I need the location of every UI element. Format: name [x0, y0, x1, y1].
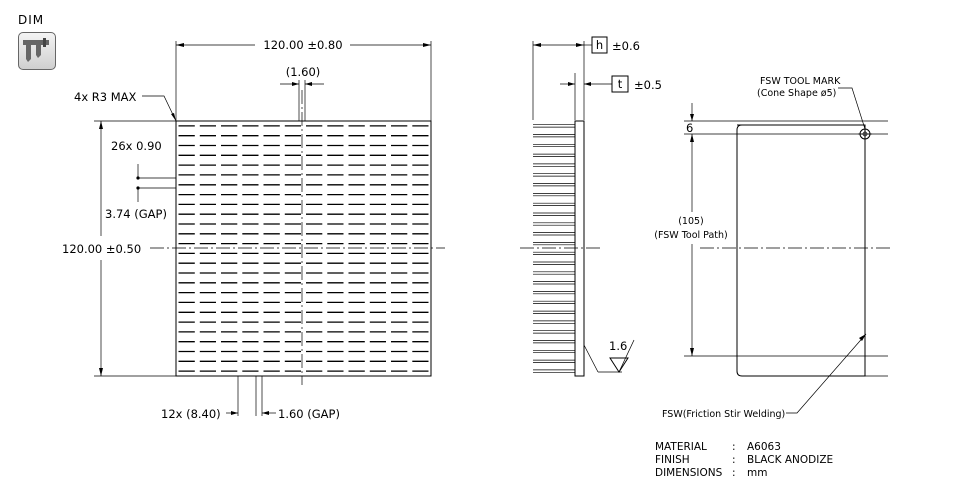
tool-path-value: (105)	[678, 216, 704, 227]
fin-rows-callout: 26x 0.90	[111, 139, 162, 153]
spec-material-sep: :	[732, 441, 736, 453]
spec-finish-value: BLACK ANODIZE	[747, 454, 833, 466]
offset-dimension: 6	[686, 121, 693, 135]
width-dimension: 120.00 ±0.80	[263, 38, 342, 52]
fin-columns-callout: 12x (8.40)	[161, 407, 221, 421]
t-symbol: t	[618, 77, 623, 91]
caliper-icon[interactable]	[18, 32, 56, 70]
spec-table: MATERIAL : A6063 FINISH : BLACK ANODIZE …	[655, 441, 833, 479]
front-view: 120.00 ±0.80 (1.60) 4x R3 MAX 26x 0.90 3…	[62, 38, 445, 421]
fin-grid	[178, 125, 429, 372]
baseplate-outline	[175, 120, 432, 377]
h-tolerance: ±0.6	[612, 39, 640, 53]
surface-roughness-icon	[583, 339, 635, 373]
spec-finish-key: FINISH	[655, 454, 690, 466]
tool-mark-icon	[858, 127, 872, 141]
h-symbol-box	[591, 36, 608, 54]
spec-dimensions-key: DIMENSIONS	[655, 467, 723, 479]
side-view: h ±0.6 t ±0.5 1.6	[520, 36, 662, 377]
row-gap-callout: 3.74 (GAP)	[105, 207, 167, 221]
spec-finish-sep: :	[732, 454, 736, 466]
rear-plate-outline	[736, 124, 866, 377]
fin-thickness-dimension: (1.60)	[286, 65, 321, 79]
spec-material-key: MATERIAL	[655, 441, 707, 453]
t-tolerance: ±0.5	[634, 78, 662, 92]
surface-roughness-value: 1.6	[609, 339, 627, 353]
spec-dimensions-value: mm	[747, 467, 767, 479]
dim-tab[interactable]: DIM	[18, 13, 62, 70]
corner-radius-callout: 4x R3 MAX	[74, 90, 137, 104]
t-symbol-box	[611, 75, 629, 93]
spec-dimensions-sep: :	[732, 467, 736, 479]
h-symbol: h	[596, 38, 603, 52]
tool-mark-detail: (Cone Shape ø5)	[757, 88, 836, 99]
column-gap-callout: 1.60 (GAP)	[278, 407, 340, 421]
height-dimension: 120.00 ±0.50	[62, 242, 141, 256]
tool-mark-title: FSW TOOL MARK	[760, 76, 841, 87]
dim-tab-label: DIM	[18, 13, 45, 27]
side-baseplate	[574, 120, 585, 377]
side-fins	[533, 124, 575, 373]
spec-material-value: A6063	[747, 441, 781, 453]
tool-path-label: (FSW Tool Path)	[654, 230, 728, 241]
rear-view: 6 (105) (FSW Tool Path) FSW TOOL MARK (C…	[654, 76, 890, 420]
fsw-note: FSW(Friction Stir Welding)	[662, 409, 785, 420]
